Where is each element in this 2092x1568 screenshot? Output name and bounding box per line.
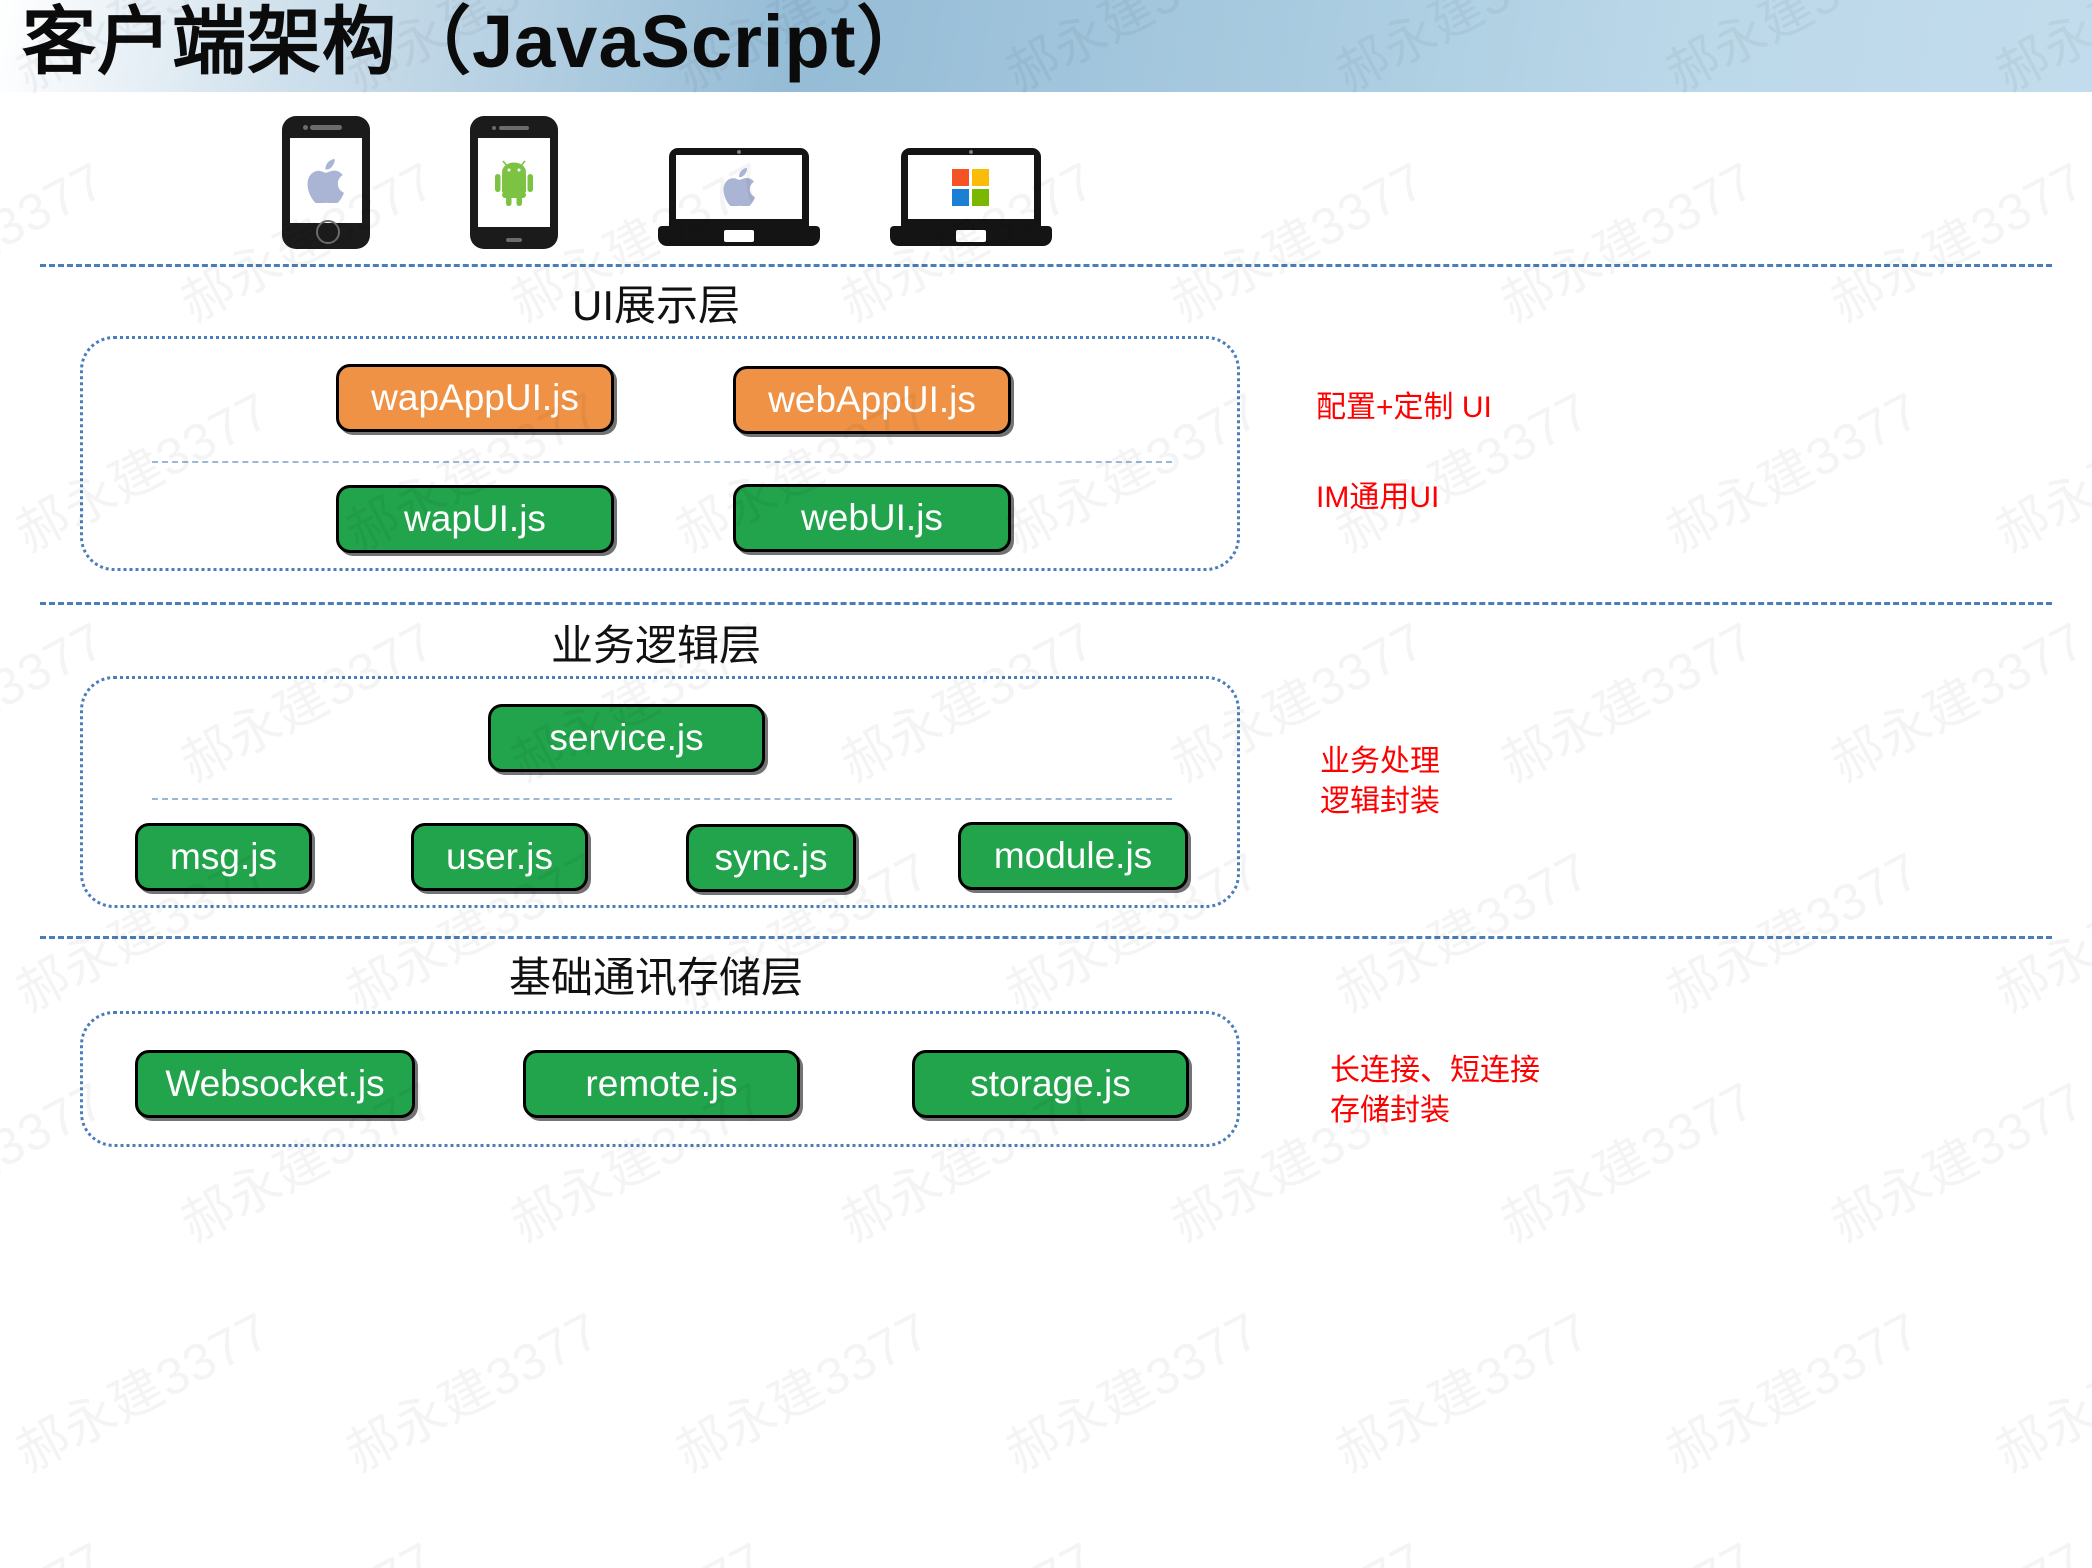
divider-above-base-layer — [40, 936, 2052, 939]
iphone-camera-icon — [303, 125, 308, 130]
iphone-device — [282, 116, 370, 249]
chip-webappui[interactable]: webAppUI.js — [733, 366, 1011, 434]
divider-above-ui-layer — [40, 264, 2052, 267]
watermark-text: 郝永建3377 — [660, 1289, 941, 1486]
iphone-home-button — [316, 220, 340, 244]
watermark-text: 郝永建3377 — [990, 1289, 1271, 1486]
watermark-text: 郝永建3377 — [1650, 369, 1931, 566]
chip-msg[interactable]: msg.js — [135, 823, 312, 891]
watermark-text: 郝永建3377 — [1980, 829, 2092, 1026]
chip-user[interactable]: user.js — [411, 823, 588, 891]
business-layer-inner-separator — [152, 798, 1172, 800]
watermark-text: 郝永建3377 — [1485, 1519, 1766, 1568]
chip-sync[interactable]: sync.js — [686, 824, 856, 892]
business-layer-title: 业务逻辑层 — [550, 622, 761, 669]
chip-service[interactable]: service.js — [488, 704, 765, 772]
windows-laptop-camera-icon — [969, 150, 973, 154]
watermark-text: 郝永建3377 — [1650, 829, 1931, 1026]
ui-layer-inner-separator — [152, 461, 1172, 463]
title-banner — [0, 0, 2092, 92]
windows-logo-icon — [952, 169, 989, 206]
watermark-text: 郝永建3377 — [0, 1289, 281, 1486]
watermark-text: 郝永建3377 — [1815, 1059, 2092, 1256]
android-phone-device — [470, 116, 558, 249]
chip-webui[interactable]: webUI.js — [733, 484, 1011, 552]
watermark-text: 郝永建3377 — [495, 1519, 776, 1568]
chip-websocket[interactable]: Websocket.js — [135, 1050, 415, 1118]
chip-wapappui[interactable]: wapAppUI.js — [336, 364, 614, 432]
business-layer-group — [80, 676, 1240, 908]
ui-layer-title: UI展示层 — [571, 282, 740, 329]
iphone-speaker — [310, 125, 342, 130]
android-camera-icon — [492, 126, 496, 130]
base-layer-group — [80, 1011, 1240, 1147]
apple-logo-icon — [307, 158, 344, 203]
watermark-text: 郝永建3377 — [1320, 829, 1601, 1026]
watermark-text: 郝永建3377 — [1980, 369, 2092, 566]
base-layer-title: 基础通讯存储层 — [508, 954, 803, 1001]
watermark-text: 郝永建3377 — [825, 1519, 1106, 1568]
divider-above-business-layer — [40, 602, 2052, 605]
apple-logo-icon — [723, 168, 755, 206]
android-robot-icon — [495, 160, 533, 206]
note-base-layer: 长连接、短连接 存储封装 — [1330, 1054, 1540, 1127]
note-ui-common: IM通用UI — [1316, 481, 1440, 514]
watermark-text: 郝永建3377 — [0, 1519, 116, 1568]
android-speaker — [499, 126, 529, 130]
chip-module[interactable]: module.js — [958, 822, 1188, 890]
note-business-logic: 业务处理 逻辑封装 — [1320, 745, 1440, 818]
watermark-text: 郝永建3377 — [1815, 599, 2092, 796]
windows-laptop-device — [890, 148, 1052, 246]
device-row — [0, 108, 2092, 258]
watermark-text: 郝永建3377 — [165, 1519, 446, 1568]
macbook-camera-icon — [737, 150, 741, 154]
watermark-text: 郝永建3377 — [1650, 1289, 1931, 1486]
macbook-device — [658, 148, 820, 246]
watermark-text: 郝永建3377 — [1815, 1519, 2092, 1568]
ui-layer-group — [80, 336, 1240, 571]
chip-storage[interactable]: storage.js — [912, 1050, 1189, 1118]
watermark-text: 郝永建3377 — [330, 1289, 611, 1486]
chip-wapui[interactable]: wapUI.js — [336, 485, 614, 553]
watermark-text: 郝永建3377 — [1980, 1289, 2092, 1486]
chip-remote[interactable]: remote.js — [523, 1050, 800, 1118]
android-home-bar — [506, 238, 522, 242]
page-title: 客户端架构（JavaScript） — [22, 0, 932, 83]
watermark-text: 郝永建3377 — [1155, 1519, 1436, 1568]
note-ui-custom: 配置+定制 UI — [1316, 391, 1492, 424]
watermark-text: 郝永建3377 — [1320, 1289, 1601, 1486]
